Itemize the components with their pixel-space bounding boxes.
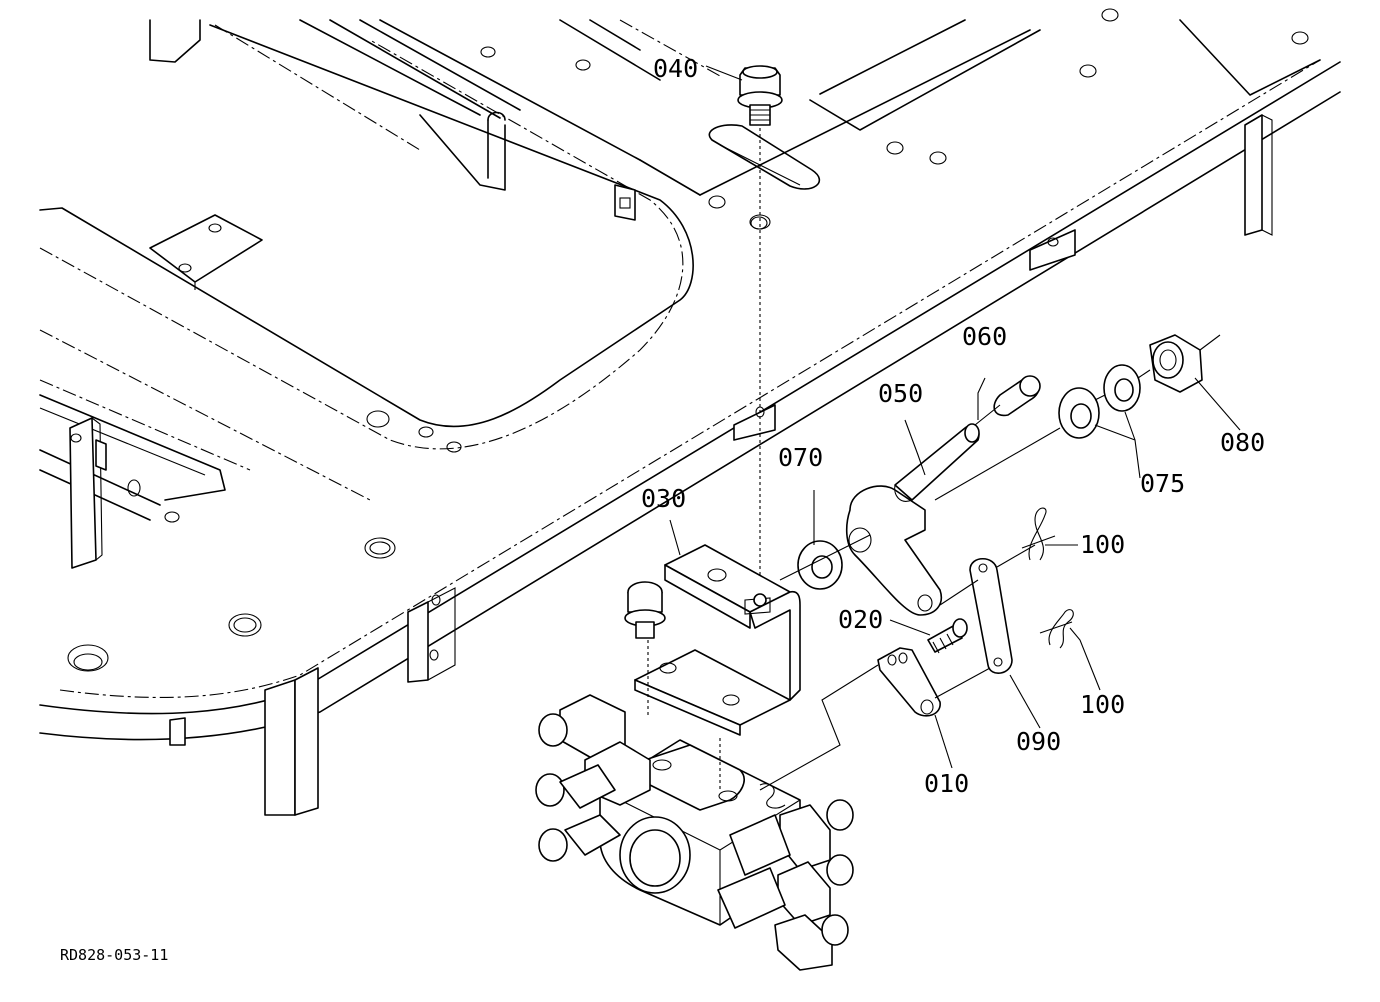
leader-lines: [669, 65, 1241, 769]
frame-holes: [67, 8, 1309, 672]
callout-030: 030: [641, 484, 686, 513]
axis-line-075: [934, 427, 1061, 501]
callout-080: 080: [1220, 428, 1265, 457]
part-080-nut: [1149, 334, 1203, 393]
callout-090: 090: [1016, 727, 1061, 756]
part-040-bolt: [737, 65, 783, 600]
callout-040: 040: [653, 54, 698, 83]
drawing-code: RD828-053-11: [60, 946, 168, 964]
callout-070: 070: [778, 443, 823, 472]
control-valve: [535, 694, 854, 971]
callout-100-lower: 100: [1080, 690, 1125, 719]
part-050-lever: [845, 423, 980, 616]
part-060-grip: [993, 375, 1041, 417]
frame-plate: [39, 19, 1341, 816]
callout-060: 060: [962, 322, 1007, 351]
callout-100-upper: 100: [1080, 530, 1125, 559]
knob-part: [624, 581, 666, 715]
axis-line-070: [779, 534, 871, 581]
axis-line-060: [974, 404, 1001, 426]
callout-075: 075: [1140, 469, 1185, 498]
part-100-clip-upper: [1021, 507, 1056, 561]
part-010-arm: [759, 647, 991, 791]
part-030-bracket: [634, 544, 801, 736]
part-020-screw: [927, 618, 968, 654]
callout-050: 050: [878, 379, 923, 408]
callout-020: 020: [838, 605, 883, 634]
axis-line-080: [1094, 334, 1221, 401]
callout-010: 010: [924, 769, 969, 798]
part-100-clip-lower: [1039, 609, 1074, 649]
part-090-link: [939, 544, 1036, 674]
part-075-washers: [1058, 364, 1141, 439]
part-070-washer: [797, 540, 843, 590]
